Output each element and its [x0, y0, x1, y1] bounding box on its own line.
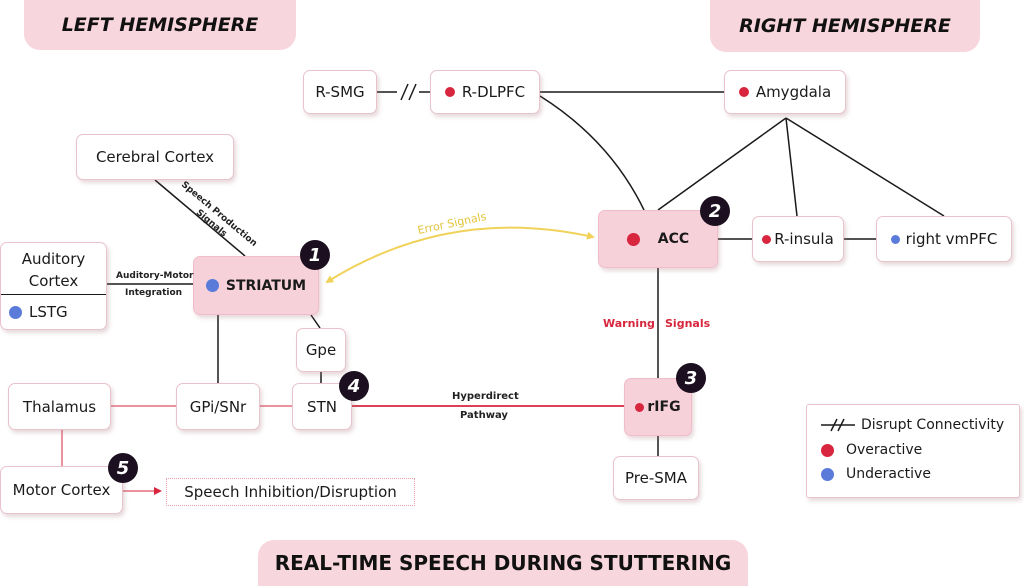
node-label: Motor Cortex: [12, 481, 111, 499]
edge-striatum-gpe: [310, 314, 321, 329]
overactive-dot: [626, 232, 640, 246]
node-label: STRIATUM: [225, 277, 307, 294]
node-label: R-DLPFC: [461, 83, 526, 101]
node-label: ACC: [657, 231, 690, 247]
node-label: Auditory Cortex: [1, 243, 106, 295]
label-warning: Warning: [603, 317, 655, 330]
legend-label: Overactive: [846, 442, 923, 458]
edge-amygdala-rinsula: [785, 117, 798, 217]
overactive-dot: [821, 443, 834, 457]
node-label: GPi/SNr: [189, 397, 247, 416]
label-signals: Signals: [665, 317, 711, 330]
edge-rdlpfc-acc: [539, 95, 645, 211]
node-right-vmpfc: right vmPFC: [876, 216, 1012, 262]
label-hyperdirect: Hyperdirect: [452, 391, 519, 402]
badge-2: 2: [700, 196, 730, 226]
right-hemisphere-banner: RIGHT HEMISPHERE: [710, 0, 980, 52]
edge-amygdala-vmpfc: [785, 117, 945, 217]
badge-4: 4: [339, 371, 369, 401]
underactive-dot: [205, 279, 219, 292]
underactive-dot: [821, 467, 834, 481]
node-label: R-insula: [774, 230, 834, 248]
node-cerebral-cortex: Cerebral Cortex: [76, 134, 234, 180]
node-acc: ACC: [598, 210, 718, 268]
edge-cortex-striatum: [154, 179, 246, 257]
badge-1: 1: [300, 240, 330, 270]
node-label: Cerebral Cortex: [95, 148, 215, 166]
node-label: rIFG: [647, 399, 681, 415]
node-r-smg: R-SMG: [303, 70, 377, 114]
overactive-dot: [762, 234, 772, 244]
left-hemisphere-banner: LEFT HEMISPHERE: [24, 0, 296, 50]
label-auditory-motor: Auditory-Motor: [116, 271, 194, 281]
node-label: Pre-SMA: [625, 469, 687, 487]
node-label: STN: [307, 397, 337, 416]
node-label: R-SMG: [315, 83, 365, 101]
overactive-dot: [635, 402, 645, 412]
node-gpe: Gpe: [296, 328, 346, 372]
label-integration: Integration: [125, 288, 183, 298]
legend-label: Underactive: [846, 466, 931, 482]
node-amygdala: Amygdala: [724, 70, 846, 114]
node-speech-inhibition: Speech Inhibition/Disruption: [166, 478, 415, 506]
node-motor-cortex: Motor Cortex: [0, 466, 123, 514]
node-label: LSTG: [29, 303, 68, 321]
underactive-dot: [890, 234, 900, 244]
overactive-dot: [444, 87, 455, 97]
legend-overactive: Overactive: [821, 442, 922, 458]
overactive-dot: [738, 87, 749, 97]
title-banner: REAL-TIME SPEECH DURING STUTTERING: [258, 540, 748, 586]
node-striatum: STRIATUM: [193, 256, 319, 315]
node-auditory-cortex: Auditory Cortex LSTG: [0, 242, 107, 330]
badge-3: 3: [676, 363, 706, 393]
node-label: Speech Inhibition/Disruption: [184, 483, 397, 501]
legend-underactive: Underactive: [821, 466, 931, 482]
node-label: Thalamus: [22, 397, 97, 416]
node-r-insula: R-insula: [752, 216, 844, 262]
edge-amygdala-acc: [657, 117, 787, 211]
node-pre-sma: Pre-SMA: [613, 456, 699, 500]
legend-label: Disrupt Connectivity: [861, 417, 1005, 433]
node-gpi-snr: GPi/SNr: [176, 383, 260, 430]
node-r-dlpfc: R-DLPFC: [430, 70, 540, 114]
edge-error-signals: [325, 226, 595, 284]
badge-5: 5: [108, 453, 138, 483]
node-label: right vmPFC: [905, 230, 998, 248]
node-thalamus: Thalamus: [8, 383, 111, 430]
legend: Disrupt Connectivity Overactive Underact…: [806, 404, 1020, 498]
node-label: Amygdala: [755, 83, 832, 101]
underactive-dot: [9, 305, 22, 319]
node-label: Gpe: [305, 341, 337, 359]
disrupt-icon: [821, 418, 855, 432]
label-pathway: Pathway: [460, 410, 508, 421]
legend-disrupt: Disrupt Connectivity: [821, 417, 1004, 433]
